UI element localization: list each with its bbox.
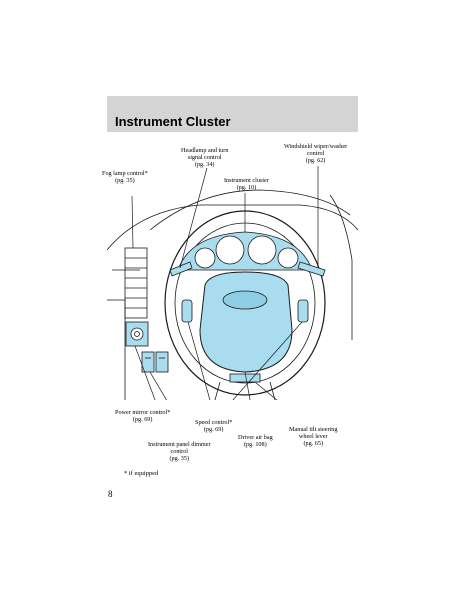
footnote: * if equipped [124, 470, 159, 477]
left-vent [124, 247, 148, 319]
instrument-cluster-gauges [177, 231, 313, 271]
page-number: 8 [108, 489, 113, 499]
wiper-stalk [297, 261, 326, 277]
section-title: Instrument Cluster [115, 114, 231, 129]
label-driver-air-bag: Driver air bag(pg. 108) [238, 434, 273, 449]
headlamp-stalk [169, 261, 193, 277]
label-power-mirror-control: Power mirror control*(pg. 69) [115, 409, 171, 424]
label-fog-lamp-control: Fog lamp control*(pg. 35) [102, 170, 148, 185]
label-speed-control: Speed control*(pg. 69) [195, 419, 233, 434]
label-instrument-cluster: Instrument cluster(pg. 10) [224, 177, 269, 192]
speed-control-buttons [181, 299, 309, 323]
tilt-steering-lever [229, 373, 261, 383]
driver-air-bag [199, 271, 293, 373]
dashboard-outline [107, 204, 358, 251]
panel-dimmer-switch [141, 351, 169, 373]
section-header-bar [107, 96, 358, 132]
fog-lamp-knob [125, 321, 149, 347]
